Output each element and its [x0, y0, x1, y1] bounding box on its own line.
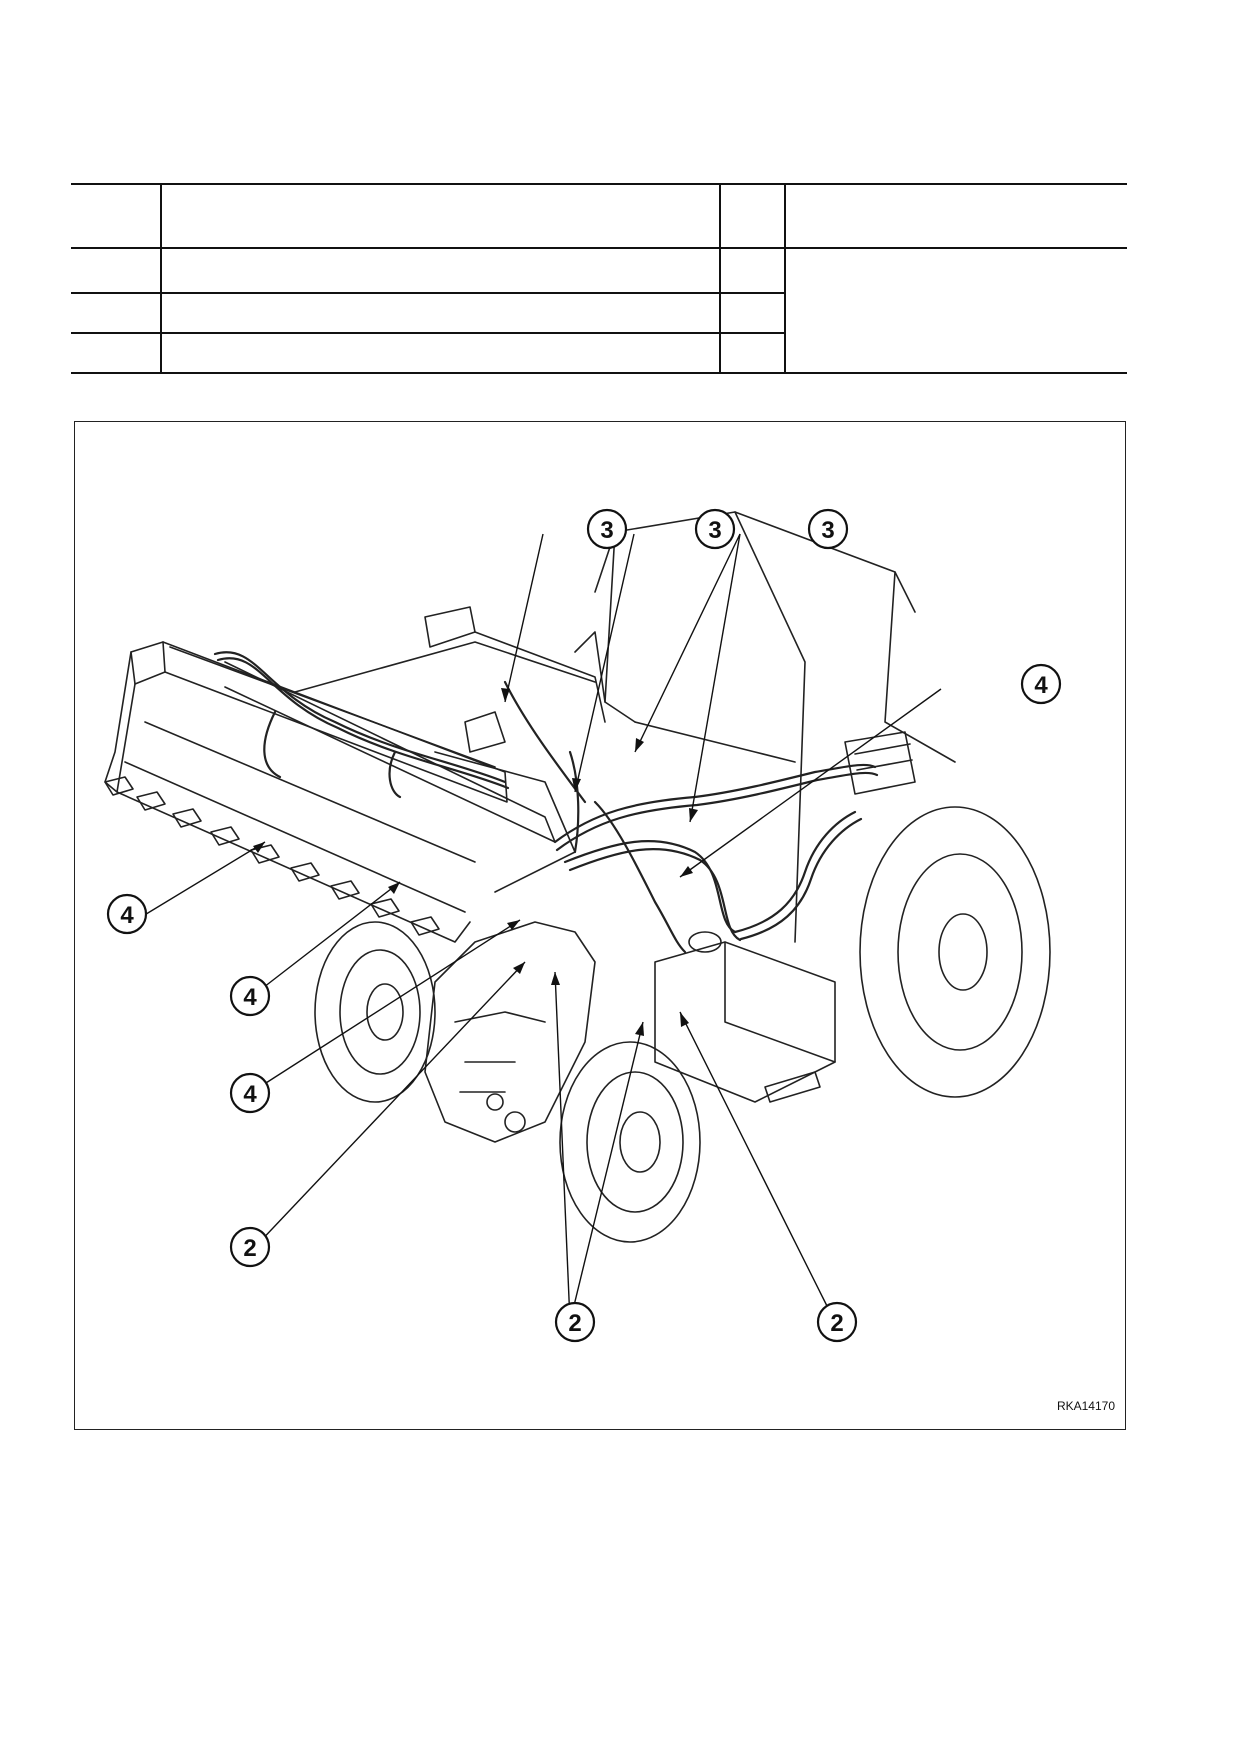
callout-circle [816, 1301, 858, 1343]
leader-line [569, 1021, 644, 1323]
callout-label: 2 [243, 1235, 256, 1262]
leader-line [574, 533, 635, 793]
leader-line [254, 881, 401, 995]
callout-label: 4 [243, 1081, 257, 1108]
callout-label: 2 [568, 1310, 581, 1337]
arrowhead [513, 962, 525, 974]
leader-line [679, 688, 942, 878]
arrowhead [501, 688, 510, 702]
callout-label: 3 [821, 517, 834, 544]
parts-table [71, 183, 1127, 374]
callout-circle [586, 508, 628, 550]
callout-circle [229, 1226, 271, 1268]
callout-label: 4 [243, 984, 257, 1011]
leader-line [132, 841, 266, 923]
front-left-wheel-drawing [314, 921, 436, 1103]
table-rule-row2 [71, 332, 785, 334]
illustration-frame: 3 3 3 4 4 4 4 2 2 2 RKA14170 [74, 421, 1126, 1430]
callout-circles [106, 508, 1062, 1343]
table-col-divider-2 [719, 183, 721, 374]
figure-reference-id: RKA14170 [1056, 1399, 1115, 1413]
engine-hood-drawing [424, 921, 596, 1143]
arrowhead [551, 972, 560, 985]
arrowhead [635, 738, 644, 752]
callout-arrowheads [253, 688, 698, 1036]
callout-circle [807, 508, 849, 550]
leader-line [254, 919, 521, 1091]
table-rule-top [71, 183, 1127, 185]
table-col-divider-3 [784, 183, 786, 374]
callout-circle [554, 1301, 596, 1343]
callout-label: 3 [708, 517, 721, 544]
leader-line [679, 1011, 836, 1323]
leader-line [504, 533, 544, 703]
front-right-wheel-drawing [559, 1041, 701, 1243]
fuel-tank-drawing [654, 931, 836, 1103]
callout-labels: 3 3 3 4 4 4 4 2 2 2 [120, 517, 1048, 1337]
cab-drawing [574, 511, 956, 943]
arrowhead [388, 882, 400, 894]
arrowhead [680, 866, 693, 877]
callout-circle [694, 508, 736, 550]
leader-line [634, 533, 741, 753]
arrowhead [680, 1012, 689, 1027]
callout-label: 4 [120, 902, 134, 929]
leader-line [689, 533, 741, 823]
hydraulic-hose-bundle-drawing [213, 651, 879, 954]
callout-label: 4 [1034, 672, 1048, 699]
rear-wheel-drawing [859, 806, 1051, 1098]
loader-arms-drawing [224, 606, 606, 893]
arrowhead [689, 808, 698, 822]
arrowhead [635, 1022, 644, 1036]
leader-line [254, 961, 526, 1248]
leader-line [554, 971, 571, 1323]
table-rule-row1 [71, 292, 785, 294]
arrowhead [507, 920, 520, 930]
table-rule-header [71, 247, 1127, 249]
table-col-divider-1 [160, 183, 162, 374]
arrowhead [572, 778, 581, 792]
backhoe-loader-hydraulic-hoses-illustration: 3 3 3 4 4 4 4 2 2 2 [104, 508, 1062, 1343]
callout-circle [1020, 663, 1062, 705]
callout-circle [106, 893, 148, 935]
control-valve-drawing [844, 731, 916, 795]
callout-circle [229, 975, 271, 1017]
callout-label: 3 [600, 517, 613, 544]
callout-circle [229, 1072, 271, 1114]
table-rule-bottom [71, 372, 1127, 374]
arrowhead [253, 842, 265, 853]
bucket-teeth-drawing [104, 776, 440, 936]
callout-leader-lines [132, 533, 942, 1323]
callout-label: 2 [830, 1310, 843, 1337]
